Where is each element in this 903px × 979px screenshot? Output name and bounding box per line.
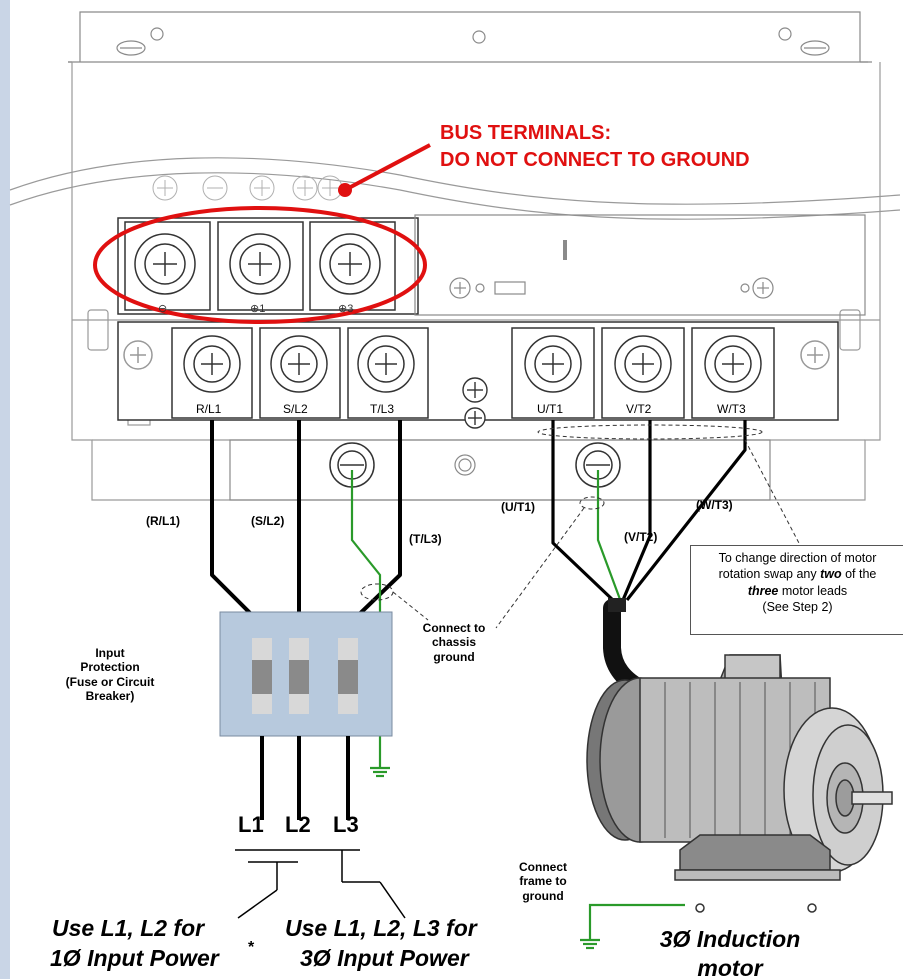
chassis-ground-line3: ground xyxy=(433,649,475,664)
bus-mark-plus3: ⊕3 xyxy=(338,303,354,315)
input-terminals xyxy=(171,327,429,419)
cable-gland xyxy=(608,598,626,612)
chassis-ground-line2: chassis xyxy=(431,635,477,650)
wire-v-t2 xyxy=(621,420,652,601)
drive-top-housing xyxy=(68,11,872,63)
chassis-ground-line1: Connect to xyxy=(422,621,486,635)
wire-label-t-l3: (T/L3) xyxy=(409,532,442,546)
wire-label-v-t2: (V/T2) xyxy=(624,530,658,544)
chassis-ground-label: Connect to chassis ground xyxy=(404,621,504,664)
terminal-label-w-t3: W/T3 xyxy=(717,402,746,416)
bus-warning-title: BUS TERMINALS: xyxy=(440,122,612,144)
frame-ground-line1: Connect xyxy=(519,860,567,874)
input-protection-breaker xyxy=(219,611,393,737)
output-ground-wire xyxy=(596,470,623,603)
terminal-label-r-l1: R/L1 xyxy=(196,402,222,416)
ground-bar xyxy=(229,439,771,501)
center-ground-screw xyxy=(462,377,488,429)
wire-label-u-t1: (U/T1) xyxy=(501,500,535,514)
terminal-s-l2 xyxy=(259,327,341,419)
terminal-label-s-l2: S/L2 xyxy=(283,402,308,416)
input-wires-below-breaker xyxy=(260,736,350,820)
three-phase-note-line1: Use L1, L2, L3 for xyxy=(285,915,477,941)
input-protection-line2: Protection xyxy=(80,660,140,675)
bus-terminal-faded-row xyxy=(152,175,343,201)
callout-line2a: rotation swap any xyxy=(718,567,821,582)
callout-line1: To change direction of motor xyxy=(718,551,877,565)
bus-mark-minus: ⊖ xyxy=(158,303,168,315)
line-label-l1: L1 xyxy=(238,812,264,837)
output-wires xyxy=(551,420,747,604)
bus-terminal-1 xyxy=(124,221,211,311)
drive-details-right xyxy=(414,214,866,316)
wire-label-w-t3: (W/T3) xyxy=(696,498,733,512)
wire-u-t1 xyxy=(551,420,617,604)
wire-w-t3 xyxy=(625,420,747,601)
terminal-u-t1 xyxy=(511,327,595,419)
input-protection-line1: Input xyxy=(95,646,125,660)
callout-line4: (See Step 2) xyxy=(762,599,833,614)
output-terminals xyxy=(511,327,775,419)
input-protection-line4: Breaker) xyxy=(85,689,135,704)
cutaway-lines xyxy=(9,157,901,220)
motor-leads-callout xyxy=(495,424,801,629)
frame-ground-label: Connect frame to ground xyxy=(505,860,581,903)
left-margin-strip xyxy=(0,0,10,979)
bus-terminal-2 xyxy=(217,221,304,311)
terminal-w-t3 xyxy=(691,327,775,419)
line-label-l3: L3 xyxy=(333,812,359,837)
wire-label-s-l2: (S/L2) xyxy=(251,514,285,528)
motor-label-line2: motor xyxy=(697,955,763,979)
fuse-2 xyxy=(289,638,309,714)
input-protection-label: Input Protection (Fuse or Circuit Breake… xyxy=(48,646,172,704)
induction-motor xyxy=(586,654,893,913)
ground-screw-left xyxy=(329,442,375,488)
terminal-v-t2 xyxy=(601,327,685,419)
bus-warning-dot xyxy=(338,183,352,197)
terminal-label-t-l3: T/L3 xyxy=(370,402,395,416)
motor-direction-callout: To change direction of motor rotation sw… xyxy=(690,545,903,635)
bus-warning-marker xyxy=(93,143,431,324)
input-protection-line3: (Fuse or Circuit xyxy=(65,674,155,689)
three-phase-note-line2: 3Ø Input Power xyxy=(300,945,469,971)
callout-line2: rotation swap any two of the xyxy=(691,566,903,582)
fuse-1 xyxy=(252,638,272,714)
frame-ground-wire xyxy=(580,903,685,950)
bus-warning-subtitle: DO NOT CONNECT TO GROUND xyxy=(440,149,750,171)
callout-line2c: of the xyxy=(841,567,877,582)
terminal-r-l1 xyxy=(171,327,253,419)
bus-terminal-3 xyxy=(309,221,396,311)
callout-line3: three motor leads xyxy=(691,583,903,599)
terminal-t-l3 xyxy=(347,327,429,419)
callout-line3b: motor leads xyxy=(778,583,848,598)
terminal-label-u-t1: U/T1 xyxy=(537,402,564,416)
frame-ground-line2: frame to xyxy=(519,874,567,889)
single-phase-note-line2: 1Ø Input Power xyxy=(50,945,219,971)
line-label-l2: L2 xyxy=(285,812,311,837)
single-phase-note-line1: Use L1, L2 for xyxy=(52,915,205,941)
bus-mark-plus1: ⊕1 xyxy=(250,303,266,315)
fuse-3 xyxy=(338,638,358,714)
bus-terminal-blocks xyxy=(117,217,419,315)
terminal-label-v-t2: V/T2 xyxy=(626,402,652,416)
motor-label-line1: 3Ø Induction xyxy=(659,926,801,952)
callout-three: three xyxy=(747,583,779,598)
wire-label-r-l1: (R/L1) xyxy=(146,514,180,528)
frame-ground-line3: ground xyxy=(522,888,564,903)
callout-two: two xyxy=(820,567,842,582)
power-selection-bracket xyxy=(235,849,406,919)
single-phase-footnote-mark: * xyxy=(248,939,255,956)
chassis-ground-callout xyxy=(360,583,429,621)
